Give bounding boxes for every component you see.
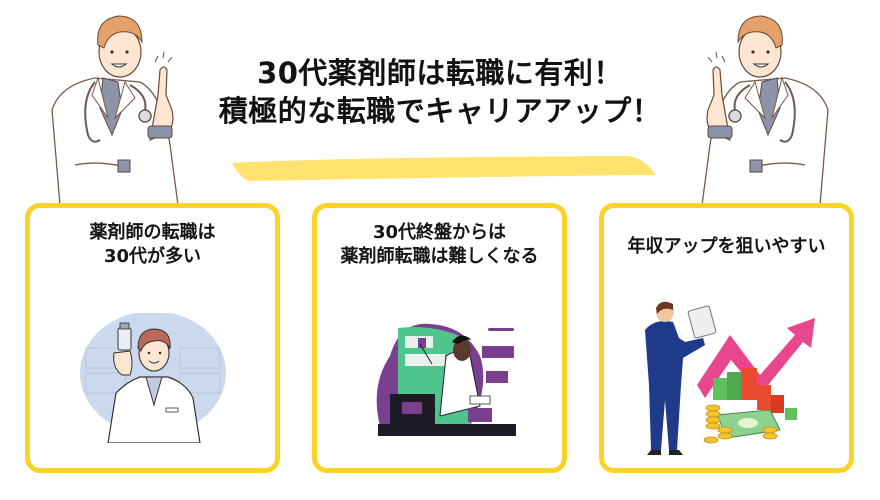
card-title-line-1: 30代終盤からは	[372, 222, 507, 243]
card-title-line-1: 薬剤師の転職は	[89, 222, 216, 243]
highlight-brush-stroke	[232, 156, 656, 181]
card-title-line-2: 30代が多い	[103, 246, 202, 267]
doctor-illustration-right	[701, 15, 829, 205]
card-salary-increase: 年収アップを狙いやすい	[599, 203, 854, 473]
card-pharmacist-job-change-30s: 薬剤師の転職は 30代が多い	[25, 203, 280, 473]
doctor-illustration-left	[51, 15, 179, 205]
card-title: 年収アップを狙いやすい	[627, 236, 826, 257]
headline-line-2: 積極的な転職でキャリアアップ！	[218, 94, 662, 128]
card-title: 30代終盤からは 薬剤師転職は難しくなる	[317, 221, 562, 269]
headline-line-1: 30代薬剤師は転職に有利！	[257, 56, 623, 90]
card-title: 薬剤師の転職は 30代が多い	[30, 221, 275, 269]
pharmacist-at-counter-illustration	[376, 323, 516, 436]
card-title-line-2: 薬剤師転職は難しくなる	[340, 246, 539, 267]
pharmacist-holding-bottle-illustration	[80, 313, 226, 443]
card-late-30s-harder: 30代終盤からは 薬剤師転職は難しくなる	[312, 203, 567, 473]
businessman-rising-chart-illustration	[645, 301, 815, 455]
